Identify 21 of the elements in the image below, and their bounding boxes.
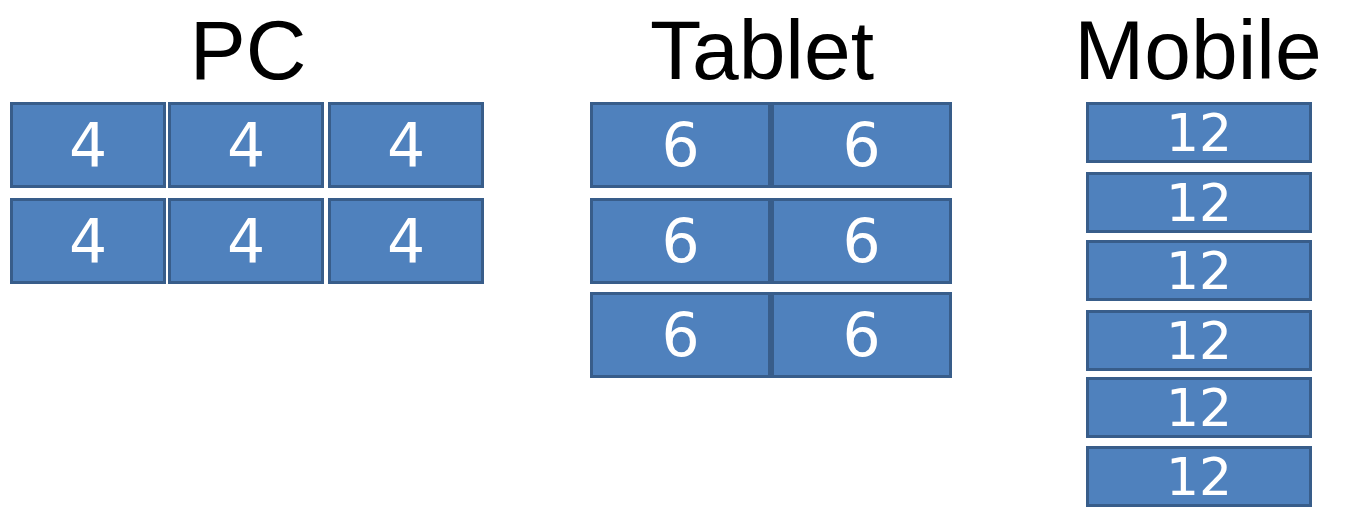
grid-column-box: 12 <box>1086 240 1312 301</box>
grid-column-box: 6 <box>590 198 771 284</box>
grid-column-box: 6 <box>590 292 771 378</box>
grid-column-box: 12 <box>1086 172 1312 233</box>
grid-column-box: 6 <box>771 102 952 188</box>
grid-column-box: 4 <box>328 102 484 188</box>
device-heading: Mobile <box>1074 8 1322 92</box>
grid-column-box: 12 <box>1086 377 1312 438</box>
grid-column-box: 4 <box>328 198 484 284</box>
grid-column-box: 12 <box>1086 102 1312 163</box>
grid-column-box: 6 <box>590 102 771 188</box>
device-heading: PC <box>189 8 307 92</box>
grid-column-box: 12 <box>1086 446 1312 507</box>
grid-column-box: 4 <box>168 198 324 284</box>
grid-column-box: 6 <box>771 292 952 378</box>
grid-column-box: 6 <box>771 198 952 284</box>
grid-column-box: 12 <box>1086 310 1312 371</box>
grid-column-box: 4 <box>168 102 324 188</box>
device-heading: Tablet <box>649 8 875 92</box>
grid-column-box: 4 <box>10 102 166 188</box>
grid-column-box: 4 <box>10 198 166 284</box>
